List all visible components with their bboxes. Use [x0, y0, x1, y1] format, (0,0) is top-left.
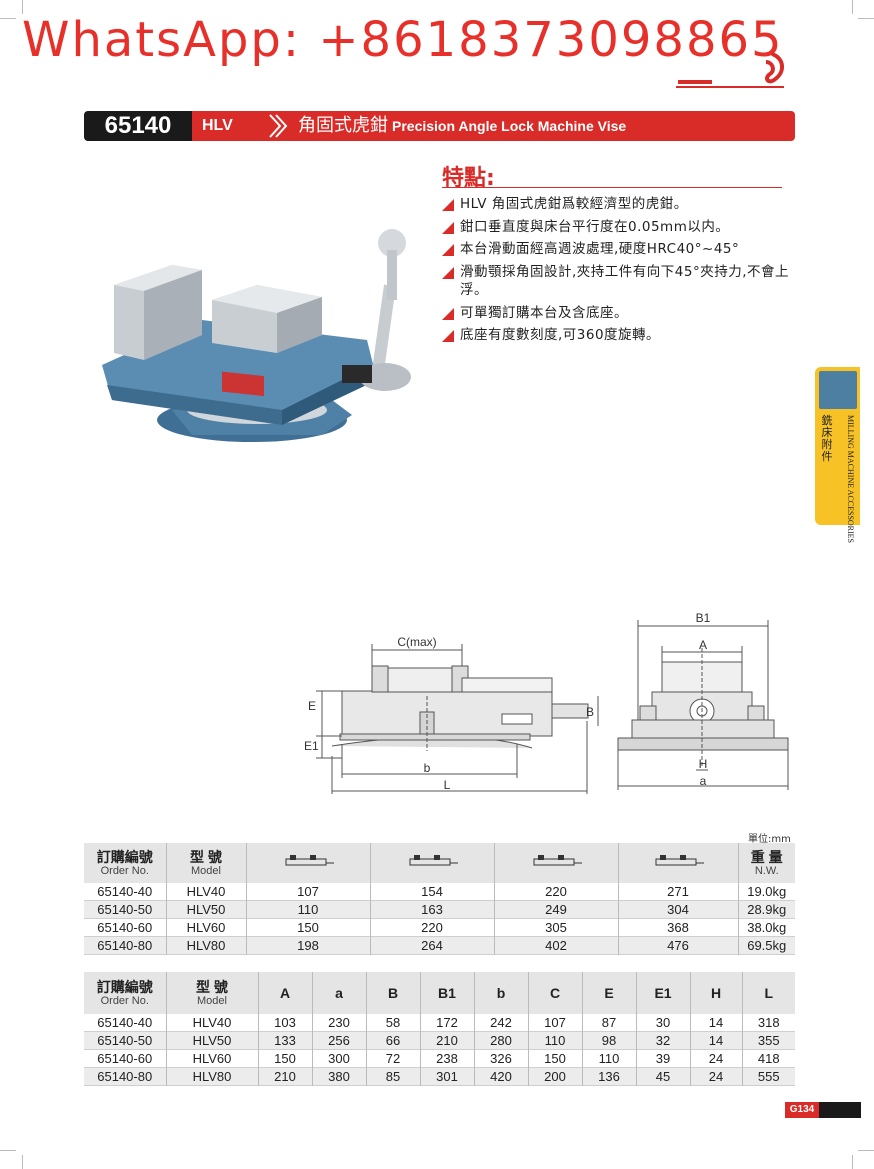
- header-jaw-icon-3: [493, 843, 618, 883]
- product-title-en: Precision Angle Lock Machine Vise: [392, 118, 627, 134]
- tab-thumbnail-image: [819, 371, 857, 409]
- side-view-diagram: C(max) E E1 b L B: [304, 635, 599, 794]
- feature-item: HLV 角固式虎鉗爲較經濟型的虎鉗。: [442, 195, 802, 214]
- header-jaw-icon-2: [369, 843, 494, 883]
- page-number: G134: [785, 1102, 819, 1118]
- features-divider: [442, 187, 782, 188]
- dim-label-a-small: a: [700, 774, 707, 788]
- triangle-bullet-icon: [442, 307, 454, 320]
- feature-item: 本台滑動面經高週波處理,硬度HRC40°~45°: [442, 240, 802, 259]
- header-col-L: L: [741, 972, 795, 1014]
- tab-label-en: MILLING MACHINE ACCESSORIES: [846, 415, 855, 544]
- dim-label-a-big: A: [699, 638, 707, 652]
- header-col-A: A: [257, 972, 312, 1014]
- header-col-C: C: [527, 972, 582, 1014]
- crop-mark: [858, 18, 874, 19]
- features-heading: 特點:: [442, 166, 495, 191]
- header-col-a: a: [311, 972, 366, 1014]
- header-col-E: E: [581, 972, 636, 1014]
- feature-item: 滑動顎採角固設計,夾持工件有向下45°夾持力,不會上浮。: [442, 263, 802, 300]
- dim-label-l: L: [444, 778, 451, 792]
- overall-length-icon: [655, 854, 704, 865]
- header-jaw-icon-4: [617, 843, 738, 883]
- jaw-width-icon: [285, 854, 334, 865]
- dim-label-h: H: [699, 757, 708, 771]
- header-jaw-icon-1: [245, 843, 370, 883]
- crop-mark: [852, 1155, 853, 1169]
- section-side-tab: 銑床附件 MILLING MACHINE ACCESSORIES: [815, 367, 860, 544]
- product-code: 65140: [84, 111, 192, 141]
- dim-label-e1: E1: [304, 739, 319, 753]
- unit-label: 單位:mm: [748, 834, 791, 845]
- feature-item: 鉗口垂直度與床台平行度在0.05mm以内。: [442, 218, 802, 237]
- header-col-E1: E1: [635, 972, 690, 1014]
- front-view-diagram: B1 A H a: [617, 611, 789, 790]
- dim-label-b-small: b: [424, 761, 431, 775]
- crop-mark: [22, 0, 23, 14]
- header-col-B1: B1: [419, 972, 474, 1014]
- crop-mark: [0, 18, 16, 19]
- feature-item: 可單獨訂購本台及含底座。: [442, 304, 802, 323]
- vise-product-image: [102, 229, 411, 442]
- crop-mark: [0, 1150, 16, 1151]
- crop-mark: [852, 0, 853, 14]
- page-number-bar: G134: [785, 1102, 861, 1118]
- dim-label-e: E: [308, 699, 316, 713]
- crop-mark: [22, 1155, 23, 1169]
- jaw-opening-icon: [409, 854, 458, 865]
- crop-mark: [858, 1150, 874, 1151]
- dim-label-b-big: B: [586, 705, 594, 719]
- brand-logo-icon: [676, 52, 784, 88]
- triangle-bullet-icon: [442, 221, 454, 234]
- header-col-B: B: [365, 972, 420, 1014]
- product-title-cn: 角固式虎鉗: [298, 115, 388, 136]
- triangle-bullet-icon: [442, 330, 454, 342]
- tab-label-cn: 銑床附件: [821, 414, 833, 463]
- triangle-bullet-icon: [442, 244, 454, 256]
- triangle-bullet-icon: [442, 266, 454, 279]
- dim-label-cmax: C(max): [397, 635, 436, 649]
- header-col-H: H: [689, 972, 742, 1014]
- dim-label-b1: B1: [696, 611, 711, 625]
- triangle-bullet-icon: [442, 199, 454, 211]
- header-col-b: b: [473, 972, 528, 1014]
- features-list: HLV 角固式虎鉗爲較經濟型的虎鉗。 鉗口垂直度與床台平行度在0.05mm以内。…: [442, 195, 802, 349]
- model-tag: HLV: [202, 117, 233, 134]
- chevron-right-icon: [269, 114, 288, 138]
- feature-item: 底座有度數刻度,可360度旋轉。: [442, 326, 802, 345]
- jaw-height-icon: [533, 854, 582, 865]
- whatsapp-watermark: WhatsApp: +8618373098865: [22, 12, 784, 68]
